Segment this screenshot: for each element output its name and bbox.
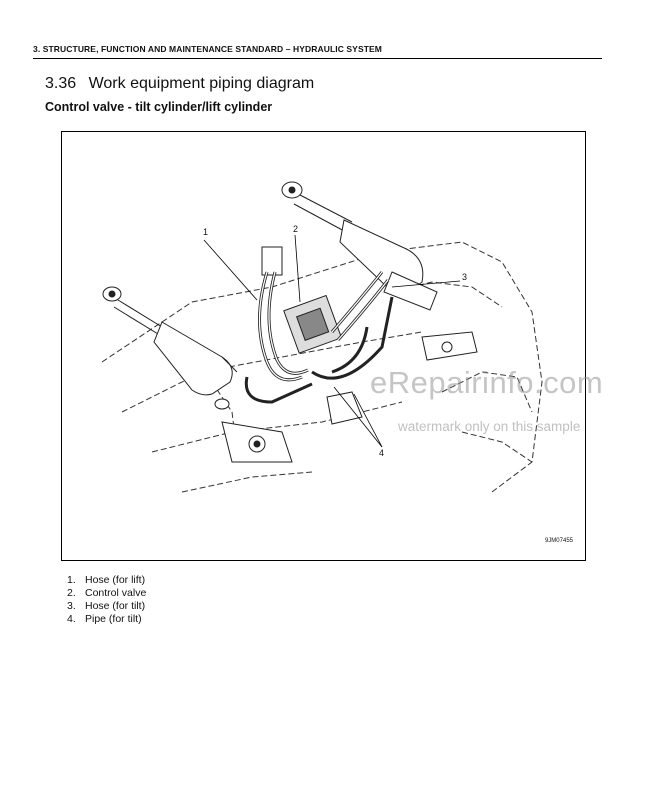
section-title-text: Work equipment piping diagram [88, 75, 315, 92]
page-header: 3. STRUCTURE, FUNCTION AND MAINTENANCE S… [33, 44, 382, 54]
list-item: 2. Control valve [67, 587, 146, 600]
figure-code: 9JM07455 [544, 538, 573, 544]
section-title: 3.36 Work equipment piping diagram [45, 75, 314, 93]
part-number: 4. [67, 613, 76, 625]
section-number: 3.36 [45, 75, 77, 92]
parts-list: 1. Hose (for lift) 2. Control valve 3. Hose… [67, 574, 146, 626]
callout-1: 1 [203, 227, 209, 237]
lift-cylinder [102, 286, 238, 410]
control-valve [261, 246, 343, 354]
tilt-cylinder [281, 181, 438, 311]
part-label: Control valve [85, 587, 147, 599]
section-subtitle: Control valve - tilt cylinder/lift cylin… [45, 100, 273, 114]
leader-lines [203, 234, 461, 448]
callout-2: 2 [293, 224, 299, 234]
lower-mounts [221, 331, 478, 463]
list-item: 3. Hose (for tilt) [67, 600, 146, 613]
part-number: 2. [67, 587, 76, 599]
callout-3: 3 [462, 272, 468, 282]
part-label: Hose (for lift) [85, 574, 146, 586]
piping-diagram-drawing [101, 181, 543, 493]
part-label: Hose (for tilt) [85, 600, 146, 612]
part-number: 1. [67, 574, 76, 586]
header-rule [33, 58, 602, 59]
part-label: Pipe (for tilt) [85, 613, 142, 625]
piping-diagram-figure: 1 2 3 4 9JM07455 [61, 131, 586, 561]
watermark-main: eRepairinfo.com [370, 365, 604, 400]
callout-4: 4 [379, 448, 385, 458]
list-item: 1. Hose (for lift) [67, 574, 146, 587]
watermark-sub: watermark only on this sample [398, 419, 581, 434]
list-item: 4. Pipe (for tilt) [67, 613, 146, 626]
part-number: 3. [67, 600, 76, 612]
